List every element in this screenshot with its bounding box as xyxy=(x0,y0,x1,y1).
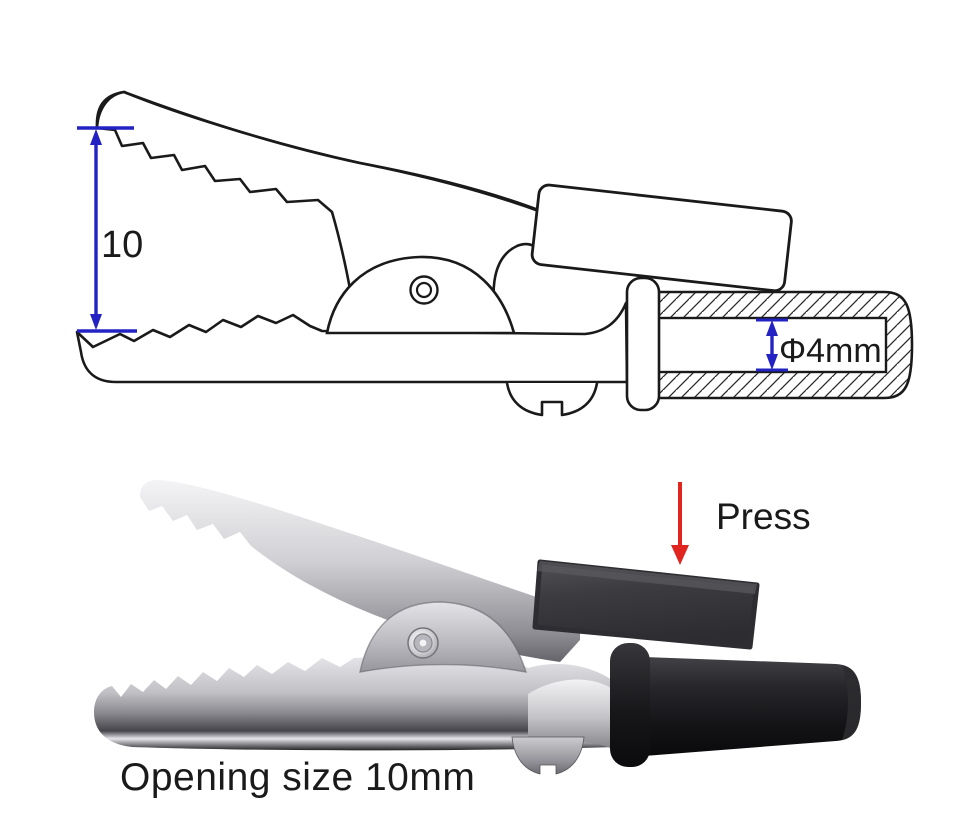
photo-upper-jaw xyxy=(139,479,581,662)
press-arrow-icon xyxy=(671,482,689,565)
jaw-opening-dimension-arrow xyxy=(77,126,137,333)
lower-jaw-outline xyxy=(75,301,629,384)
clip-technical-drawing xyxy=(75,90,914,417)
press-pad-top-face xyxy=(537,561,757,594)
clip-photo-render xyxy=(94,479,861,775)
inner-diameter-label: Φ4mm xyxy=(779,332,882,370)
photo-barrel-tail xyxy=(528,679,618,752)
handle-collar-outline xyxy=(625,276,661,412)
upper-jaw-top-edge xyxy=(95,90,574,226)
photo-cable-tab xyxy=(511,736,585,775)
rivet-center-outline xyxy=(415,281,433,299)
cable-tab-outline xyxy=(505,382,599,417)
insulated-handle-collar xyxy=(610,643,650,767)
press-tab-outline xyxy=(530,183,793,293)
press-annotation-label: Press xyxy=(716,496,811,537)
handle-end-highlight xyxy=(842,665,861,740)
photo-rivet-center xyxy=(419,639,427,647)
insulated-handle-barrel xyxy=(644,657,861,756)
barrel-cavity xyxy=(638,316,888,374)
jaw-opening-dimension-label: 10 xyxy=(101,224,144,266)
upper-jaw-outline xyxy=(95,90,574,334)
photo-lower-jaw xyxy=(94,653,617,751)
photo-pivot-dome xyxy=(359,601,528,673)
inner-diameter-dimension-arrow xyxy=(756,318,788,372)
opening-size-caption: Opening size 10mm xyxy=(120,756,476,799)
